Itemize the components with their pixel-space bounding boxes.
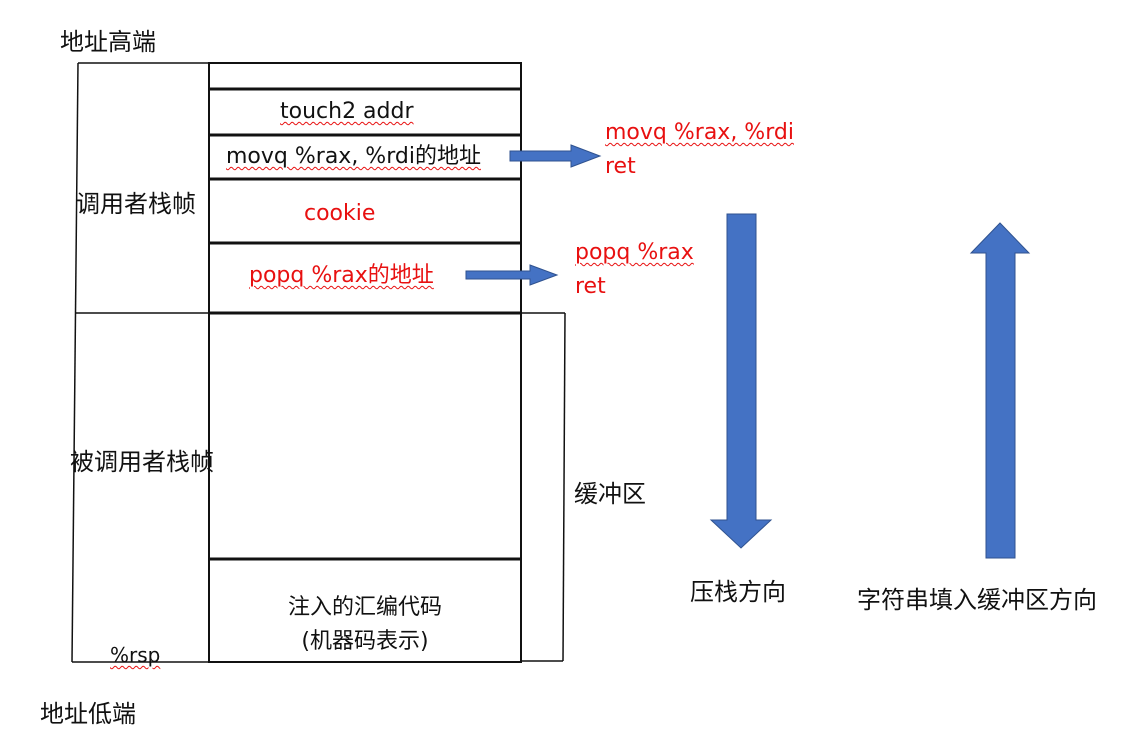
stack-column	[208, 62, 522, 663]
injected-code-line1: 注入的汇编代码	[287, 595, 442, 620]
popq-gadget-line2: ret	[575, 274, 606, 299]
injected-code-line2: (机器码表示)	[301, 629, 429, 654]
buffer-label: 缓冲区	[574, 480, 646, 508]
movq-gadget-line2: ret	[605, 154, 636, 179]
cookie-cell: cookie	[304, 201, 376, 226]
popq-gadget-arrow	[465, 264, 559, 286]
push-direction-arrow	[709, 213, 773, 549]
movq-addr-cell: movq %rax, %rdi的地址	[226, 144, 481, 169]
movq-gadget-arrow	[509, 144, 602, 168]
callee-frame-label: 被调用者栈帧	[70, 448, 214, 476]
push-direction-label: 压栈方向	[690, 578, 786, 606]
popq-gadget-line1: popq %rax	[575, 240, 694, 265]
rsp-label: %rsp	[110, 643, 161, 667]
address-high-label: 地址高端	[60, 28, 156, 56]
buffer-bracket-side	[562, 312, 566, 662]
frame-left-line	[71, 62, 79, 663]
movq-gadget-line1: movq %rax, %rdi	[605, 120, 794, 145]
caller-frame-label: 调用者栈帧	[76, 190, 196, 218]
fill-direction-arrow	[969, 222, 1031, 559]
fill-direction-label: 字符串填入缓冲区方向	[857, 586, 1097, 614]
popq-addr-cell: popq %rax的地址	[249, 263, 434, 288]
address-low-label: 地址低端	[40, 700, 136, 728]
touch2-addr-cell: touch2 addr	[280, 99, 414, 124]
